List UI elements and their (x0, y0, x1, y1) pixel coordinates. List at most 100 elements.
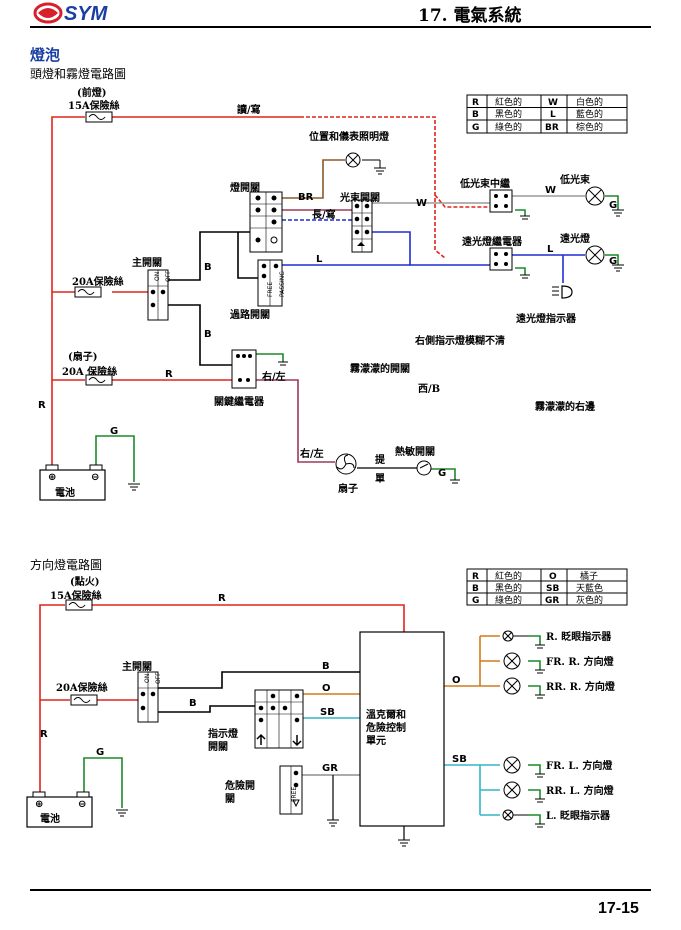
battery-2: ⊕ ⊖ (26, 791, 93, 828)
battery-1: ⊕ ⊖ (39, 464, 106, 501)
main-switch-block: ON OFF (147, 269, 172, 321)
sb-wire-label-d2: SB (320, 707, 335, 718)
passing-switch-block: FREE PASSING (257, 259, 286, 307)
ground-icon (116, 809, 410, 847)
svg-text:灰色的: 灰色的 (576, 594, 603, 606)
brand-logo: SYM (33, 2, 109, 25)
svg-text:綠色的: 綠色的 (495, 121, 522, 133)
fuse-20a-d2 (70, 694, 98, 706)
o-wire-label-d2: O (322, 683, 331, 694)
high-beam-indicator-icon (552, 285, 573, 299)
svg-text:紅色的: 紅色的 (495, 570, 522, 582)
right-left-label-2: 右/左 (299, 447, 324, 460)
b-wire-label-d2a: B (322, 661, 330, 672)
svg-text:天藍色: 天藍色 (576, 582, 603, 594)
svg-text:紅色的: 紅色的 (495, 96, 522, 108)
battery-1-label: 電池 (55, 486, 75, 499)
g-wire-label-battery: G (110, 426, 118, 437)
light-switch-label: 燈開關 (230, 181, 260, 194)
svg-text:O: O (549, 572, 557, 582)
hazard-switch-block: FREE (279, 765, 303, 815)
fuse-15a-ignition-label: 15A保險絲 (50, 589, 102, 602)
sb-output-label: SB (452, 754, 467, 765)
rr-r-label: RR. R. 方向燈 (546, 680, 616, 693)
rr-l-lamp-icon (503, 781, 521, 799)
svg-text:R: R (472, 98, 479, 108)
svg-text:FREE: FREE (267, 282, 274, 297)
key-relay-label: 關鍵繼電器 (214, 395, 265, 408)
svg-text:B: B (472, 110, 479, 120)
low-beam-label: 低光束 (559, 173, 591, 186)
fan-icon (335, 453, 357, 475)
flasher-unit-box (359, 631, 445, 827)
position-light-label: 位置和儀表照明燈 (309, 130, 390, 143)
high-beam-relay-label: 遠光燈繼電器 (462, 235, 523, 248)
svg-text:BR: BR (545, 123, 559, 133)
right-left-label-1: 右/左 (261, 370, 286, 383)
high-beam-label: 遠光燈 (560, 232, 591, 245)
pass-switch-label: 過路開關 (229, 308, 270, 321)
svg-text:ON: ON (154, 272, 161, 281)
page-number: 17-15 (598, 900, 639, 917)
svg-text:OFF: OFF (165, 270, 172, 282)
gr-wire-label-d2: GR (322, 763, 338, 774)
battery-2-label: 電池 (40, 812, 60, 825)
fuse-15a-headlight (85, 111, 113, 123)
w-wire-label: W (416, 198, 427, 209)
low-beam-lamp-icon (585, 186, 624, 217)
l-indicator-label: L. 眨眼指示器 (546, 809, 611, 822)
br-wire-label: BR (298, 192, 314, 203)
thermo-switch-icon (416, 460, 432, 476)
low-beam-relay (489, 189, 513, 213)
fr-r-lamp-icon (503, 652, 521, 670)
color-legend-1: R 紅色的 W 白色的 B 黑色的 L 藍色的 G 綠色的 BR 棕色的 (466, 94, 628, 134)
svg-text:PASSING: PASSING (279, 271, 286, 297)
b-wire-label-2: B (204, 329, 212, 340)
indicator-switch-label-1: 指示燈 (208, 727, 239, 740)
svg-text:棕色的: 棕色的 (576, 121, 603, 133)
svg-text:FREE: FREE (291, 787, 298, 802)
light-switch-block (249, 191, 283, 253)
beam-switch-block (351, 199, 373, 253)
single-label: 單 (375, 473, 385, 485)
section-title: 燈泡 (30, 46, 60, 64)
lift-label: 提 (375, 453, 386, 466)
svg-text:SB: SB (546, 584, 559, 594)
diagram1-title: 頭燈和霧燈電路圖 (30, 66, 126, 81)
svg-text:⊕: ⊕ (48, 472, 56, 483)
r-wire-label-d2b: R (40, 729, 48, 740)
svg-text:綠色的: 綠色的 (495, 594, 522, 606)
svg-text:G: G (472, 596, 479, 606)
svg-text:黑色的: 黑色的 (495, 108, 522, 120)
color-legend-2: R 紅色的 O 橘子 B 黑色的 SB 天藍色 G 綠色的 GR 灰色的 (466, 568, 628, 606)
rr-r-lamp-icon (503, 677, 521, 695)
indicator-switch-block (254, 689, 304, 749)
svg-text:⊖: ⊖ (91, 472, 99, 483)
main-switch-label-2: 主開關 (122, 660, 152, 673)
key-relay-block (231, 349, 257, 389)
r-wire-label-fan: R (165, 369, 173, 380)
l-indicator-lamp-icon (502, 809, 528, 821)
svg-text:黑色的: 黑色的 (495, 582, 522, 594)
svg-text:L: L (550, 110, 556, 120)
flasher-unit-label-1: 溫克爾和 (366, 708, 406, 721)
r-wire-label-main: R (38, 400, 46, 411)
svg-text:藍色的: 藍色的 (576, 108, 603, 120)
svg-text:GR: GR (545, 596, 559, 606)
ground-icon (520, 274, 530, 279)
indicator-switch-label-2: 開關 (208, 740, 228, 753)
w-output-label: W (545, 185, 556, 196)
svg-text:橘子: 橘子 (580, 571, 598, 582)
fog-right-label: 霧濛濛的右邊 (535, 400, 595, 413)
diagram1-wires (51, 116, 619, 482)
flasher-unit-label-2: 危險控制 (366, 721, 406, 734)
svg-text:G: G (472, 123, 479, 133)
chapter-title: 17. 電氣系統 (418, 5, 522, 26)
brand-name: SYM (64, 3, 109, 25)
rr-l-label: RR. L. 方向燈 (546, 784, 615, 797)
low-beam-ground-label: G (609, 200, 617, 211)
fuse-20a-fan (85, 374, 113, 386)
fuse-15a-label: 15A保險絲 (68, 99, 120, 112)
l-wire-label: L (316, 254, 323, 265)
ignition-label: (點火) (70, 575, 99, 588)
